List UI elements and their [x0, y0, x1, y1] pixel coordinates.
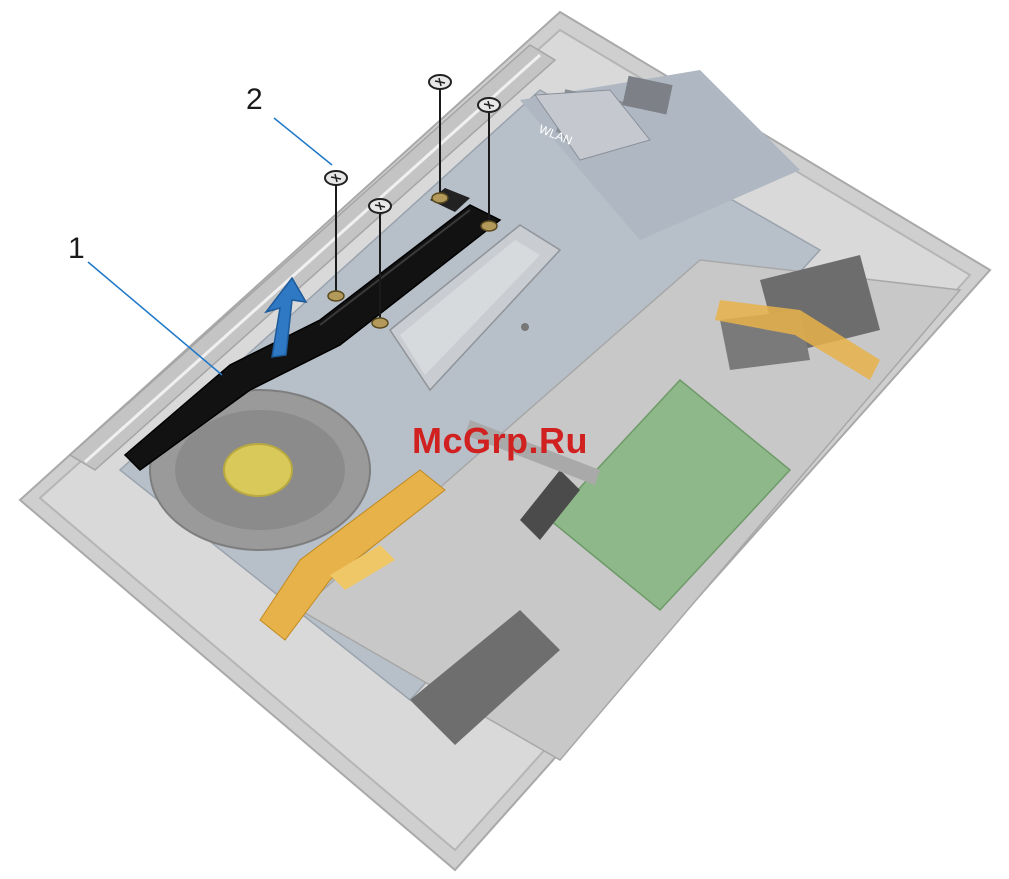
callout-2: 2: [246, 85, 263, 115]
screw-icon: [478, 98, 500, 112]
screw-icon: [369, 199, 391, 213]
screw-icon: [429, 75, 451, 89]
callout-1: 1: [68, 234, 85, 264]
screw-icon: [325, 171, 347, 185]
watermark: McGrp.Ru: [412, 420, 588, 462]
